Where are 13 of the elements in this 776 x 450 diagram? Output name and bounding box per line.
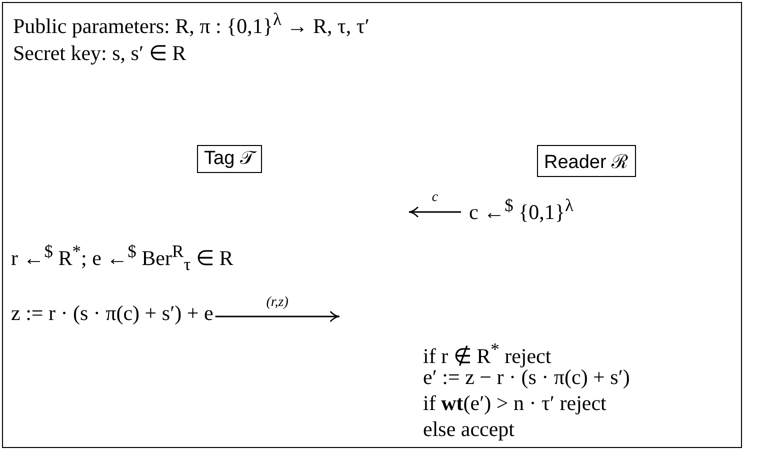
math-text: z := r · (s · π(c) + s′) + e: [11, 301, 214, 326]
frame-box: [2, 2, 742, 448]
edge-label: c: [432, 190, 438, 206]
check-text: if r ∉ R$^{*}$ reject: [423, 339, 552, 369]
math-text: c ←$^{$}$ {0,1}$^{λ}$: [469, 195, 574, 225]
party-box: Tag 𝒯: [197, 145, 262, 173]
check-text: if wt(e′) > n · τ′ reject: [423, 391, 606, 416]
edge-label: (r,z): [266, 294, 288, 310]
secret-key-text: Secret key: s, s′ ∈ R: [13, 41, 186, 66]
check-text: else accept: [423, 417, 515, 442]
math-text: r ←$^{$}$ R$^{*}$; e ←$^{$}$ Ber$^{R}$$_{τ}$ ∈ R: [11, 241, 234, 276]
party-box: Reader ℛ: [537, 145, 636, 177]
parameters-text: Public parameters: R, π : {0,1}$^{λ}$ → R, τ, τ′: [13, 9, 370, 39]
